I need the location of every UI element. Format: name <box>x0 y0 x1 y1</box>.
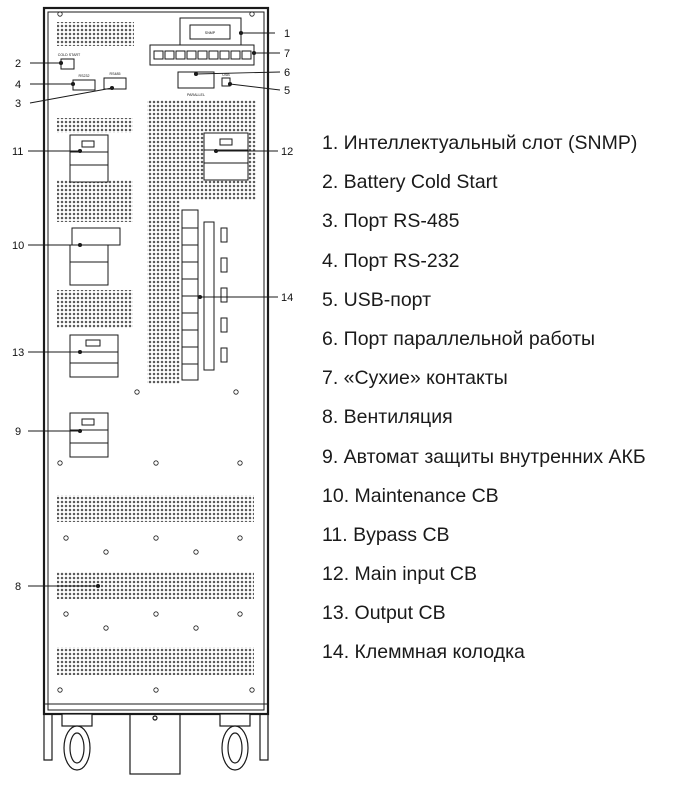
legend-item-5: 5. USB-порт <box>322 288 432 311</box>
usb-label: USB <box>222 73 230 77</box>
callout-numbers: 1 7 6 5 2 4 3 11 12 10 14 13 9 8 <box>12 28 293 593</box>
callout-14: 14 <box>281 292 293 304</box>
breaker-bypass <box>69 134 109 183</box>
vent-left-3 <box>57 290 133 328</box>
ventilation-grilles <box>57 22 256 675</box>
breaker-maintenance <box>69 227 121 286</box>
breaker-main-input <box>203 132 249 181</box>
vent-wide-3 <box>57 647 254 675</box>
callout-2: 2 <box>15 58 21 70</box>
vent-wide-1 <box>57 495 254 522</box>
callout-5: 5 <box>284 85 290 97</box>
panel-screws <box>57 11 255 693</box>
rs232-label: RS232 <box>79 74 90 78</box>
callout-10: 10 <box>12 240 24 252</box>
legend-item-1: 1. Интеллектуальный слот (SNMP) <box>322 132 638 154</box>
callout-12: 12 <box>281 146 293 158</box>
legend-item-11: 11. Bypass CB <box>322 523 450 546</box>
legend-item-7: 7. «Сухие» контакты <box>322 367 508 390</box>
breaker-internal-battery <box>69 412 109 458</box>
legend-item-6: 6. Порт параллельной работы <box>322 327 596 350</box>
legend-item-3: 3. Порт RS-485 <box>322 210 460 233</box>
rs232-port: RS232 <box>72 74 96 91</box>
callout-11: 11 <box>12 146 23 158</box>
callout-8: 8 <box>15 581 21 593</box>
callout-6: 6 <box>284 67 290 79</box>
rs485-port: RS485 <box>103 72 127 90</box>
breaker-output <box>69 334 119 378</box>
snmp-label: SNMP <box>205 31 216 35</box>
legend-item-10: 10. Maintenance CB <box>322 484 499 507</box>
vent-left-1 <box>57 118 133 133</box>
parallel-label: PARALLEL <box>187 93 205 97</box>
callout-7: 7 <box>284 48 290 60</box>
terminal-block <box>181 209 228 381</box>
callout-13: 13 <box>12 347 24 359</box>
snmp-slot: SNMP <box>179 17 242 47</box>
component-legend: 1. Интеллектуальный слот (SNMP) 2. Batte… <box>322 128 646 677</box>
vent-top-left <box>57 22 134 46</box>
cold-start-label: COLD START <box>58 53 81 57</box>
dry-contacts-block <box>149 44 255 66</box>
legend-item-8: 8. Вентиляция <box>322 406 453 429</box>
legend-item-4: 4. Порт RS-232 <box>322 249 460 272</box>
callout-3: 3 <box>15 98 21 110</box>
caster-right <box>219 713 251 771</box>
vent-left-2 <box>57 180 133 222</box>
callout-lines <box>28 30 281 589</box>
rs485-label: RS485 <box>110 72 121 76</box>
caster-left <box>61 713 93 771</box>
legend-item-14: 14. Клеммная колодка <box>322 641 525 664</box>
callout-4: 4 <box>15 79 21 91</box>
callout-9: 9 <box>15 426 21 438</box>
cabinet-base <box>43 713 269 775</box>
callout-1: 1 <box>284 28 290 40</box>
legend-item-12: 12. Main input CB <box>322 563 478 586</box>
legend-item-13: 13. Output CB <box>322 602 446 625</box>
vent-center-column <box>147 100 180 384</box>
vent-wide-2 <box>57 572 254 599</box>
legend-item-9: 9. Автомат защиты внутренних АКБ <box>322 445 646 468</box>
legend-item-2: 2. Battery Cold Start <box>322 171 498 194</box>
